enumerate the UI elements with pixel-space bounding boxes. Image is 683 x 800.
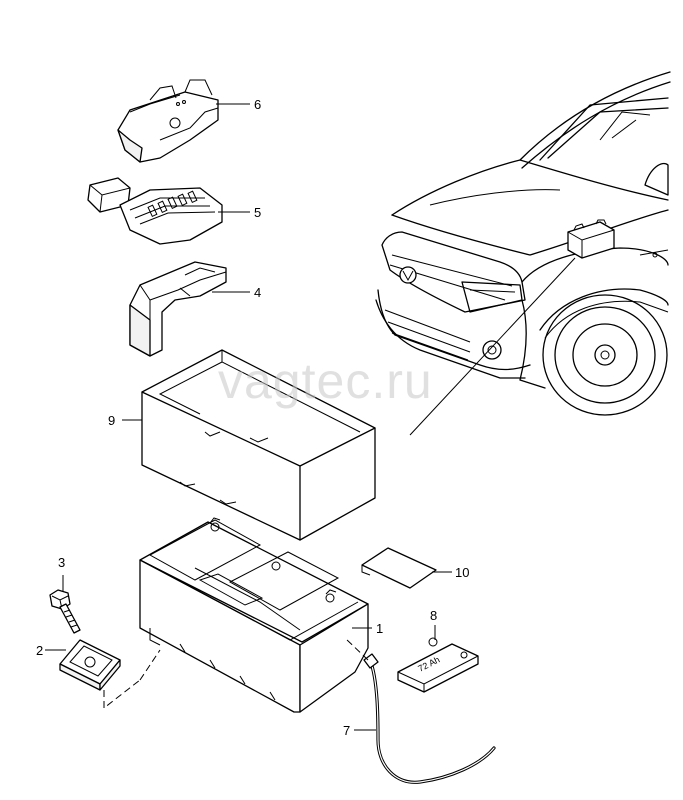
callout-1: 1	[376, 621, 383, 636]
callout-5: 5	[254, 205, 261, 220]
vehicle-illustration	[375, 71, 671, 436]
battery-location-icon	[567, 219, 615, 259]
callout-9: 9	[108, 413, 115, 428]
part-10-label-plate	[361, 547, 452, 589]
callout-7: 7	[343, 723, 350, 738]
part-2-hold-down-clamp	[45, 639, 161, 710]
part-6-terminal-cover	[117, 79, 250, 163]
part-5-fuse-holder	[87, 177, 250, 245]
callout-numbers: 6 5 4 9 3 2 1 10 8 7	[36, 97, 469, 738]
callout-3: 3	[58, 555, 65, 570]
callout-6: 6	[254, 97, 261, 112]
part-4-cover	[129, 261, 250, 357]
part-3-bolt	[49, 575, 81, 634]
part-9-battery-box	[122, 349, 376, 541]
part-1-battery	[139, 517, 372, 713]
callout-2: 2	[36, 643, 43, 658]
watermark-text: vagtec.ru	[218, 353, 433, 409]
part-7-vent-hose	[344, 637, 496, 784]
callout-10: 10	[455, 565, 469, 580]
part-8-capacity-label: 72 Ah	[397, 625, 479, 693]
callout-8: 8	[430, 608, 437, 623]
callout-4: 4	[254, 285, 261, 300]
